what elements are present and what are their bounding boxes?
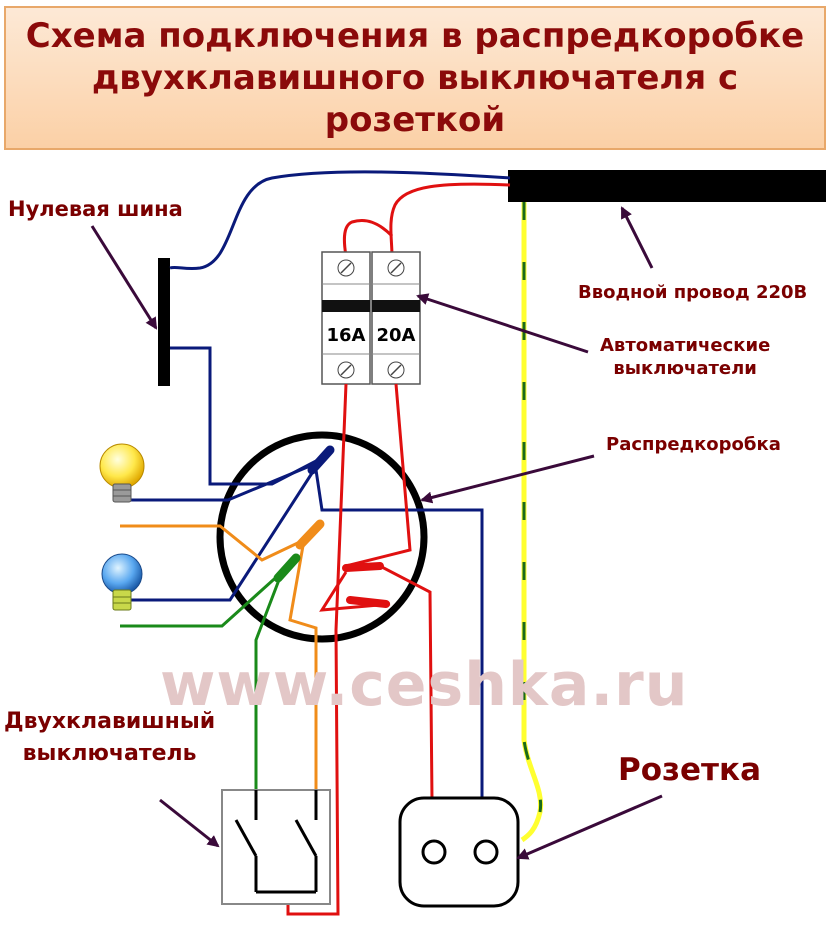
neutral-lamp2-wire [120,469,316,602]
lamp2-switched-wire [120,570,284,628]
green-wire-nut [273,553,301,583]
phase-socket-wire [379,564,434,801]
arrow-breakers [416,293,589,354]
red-wire-nut-2 [346,596,390,608]
neutral-input-wire [169,170,511,271]
input-cable [508,170,826,202]
arrow-switch [159,798,220,848]
arrow-socket [516,794,663,860]
phase-20a-to-box [345,383,412,568]
watermark-text: www.ceshka.ru [160,650,689,720]
arrow-neutral-bus [90,225,158,330]
label-socket: Розетка [618,752,761,788]
green-switch-wire [254,571,284,790]
neutral-lamp1-wire [120,464,311,502]
junction-box-circle [216,431,428,643]
breaker-20a [371,251,421,385]
diagram-title: Схема подключения в распредкоробке двухк… [25,16,805,140]
label-input-wire: Вводной провод 220В [578,282,808,303]
lamp1-switched-wire [120,524,305,562]
neutral-socket-wire [314,469,484,800]
breaker-rating-16a: 16A [327,325,366,346]
orange-switch-wire [288,539,318,790]
label-breakers: Автоматические выключатели [600,335,771,379]
label-neutral-bus: Нулевая шина [8,197,183,221]
socket-outlet [398,796,520,908]
red-wire-nut-1 [342,562,384,572]
title-banner: Схема подключения в распредкоробке двухк… [4,6,826,150]
breaker-16a [321,251,371,385]
ground-wire-stripe [522,202,543,813]
phase-jumper-wire [342,219,394,257]
light-bulb-yellow-icon [99,443,145,503]
phase-16a-to-switch [286,383,348,916]
label-switch: Двухклавишный выключатель [4,709,216,766]
two-key-switch [221,789,331,905]
arrow-junction-box [420,454,595,504]
orange-wire-nut [295,519,325,550]
breaker-rating-20a: 20A [377,325,416,346]
neutral-bus-to-box [170,346,319,486]
neutral-bus-bar [158,258,170,386]
arrow-input-wire [620,206,654,269]
label-junction-box: Распредкоробка [606,434,781,455]
light-bulb-blue-icon [101,553,143,611]
blue-wire-nut [307,445,335,475]
phase-input-wire [389,182,511,257]
